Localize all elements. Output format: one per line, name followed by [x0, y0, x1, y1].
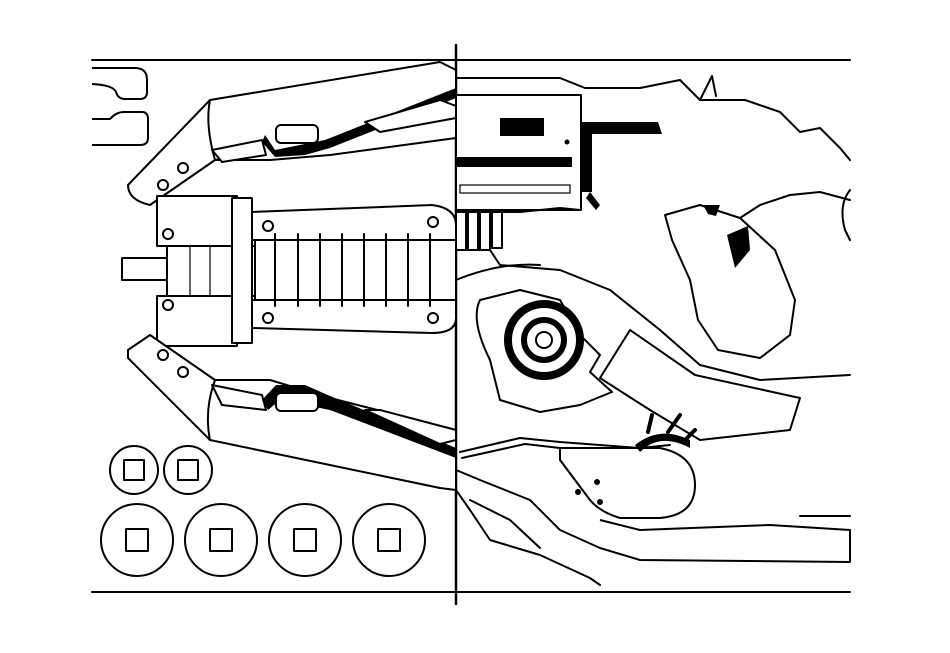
top-left-block: [455, 94, 662, 211]
small-washers: [109, 445, 213, 495]
stub: [121, 257, 168, 281]
right-panel: [455, 75, 851, 586]
upper-claw: [127, 61, 457, 206]
barrel-ribs: [274, 233, 431, 307]
head-shape: [664, 191, 851, 359]
upper-shell: [455, 77, 851, 161]
coil-segments: [455, 207, 581, 251]
left-panel: [91, 61, 457, 577]
barrel-assembly: [121, 195, 457, 347]
large-washers: [100, 503, 426, 577]
ring-inner: [521, 317, 567, 363]
grip-area: [475, 289, 613, 413]
lower-claw: [127, 334, 457, 491]
trigger-node: [559, 413, 697, 519]
top-left-tab-2: [92, 111, 149, 146]
ring-outer: [504, 300, 584, 380]
top-left-tab-1: [91, 67, 148, 100]
